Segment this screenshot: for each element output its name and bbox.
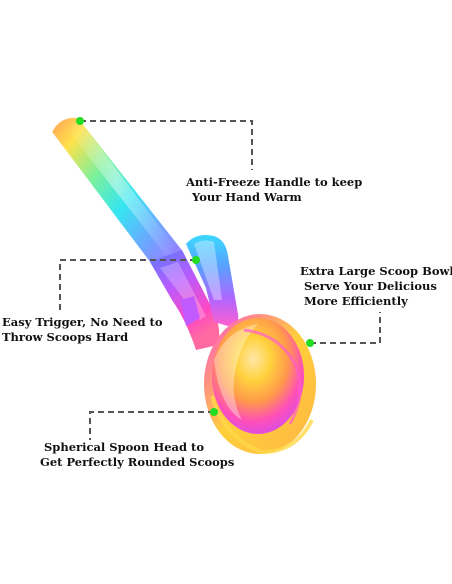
- callout-trigger-line2: Throw Scoops Hard: [2, 330, 129, 344]
- callout-trigger: Easy Trigger, No Need to Throw Scoops Ha…: [2, 315, 163, 345]
- callout-handle-line2: Your Hand Warm: [192, 190, 302, 204]
- marker-dot-handle: [76, 117, 84, 125]
- callout-handle-line1: Anti-Freeze Handle to keep: [186, 175, 363, 189]
- marker-dot-bowl: [306, 339, 314, 347]
- leader-line-head: [89, 411, 214, 440]
- marker-dot-trigger: [192, 256, 200, 264]
- leader-line-handle: [80, 120, 253, 170]
- callout-handle: Anti-Freeze Handle to keep Your Hand War…: [186, 175, 362, 205]
- leader-line-bowl: [310, 312, 381, 344]
- callout-head-line2: Get Perfectly Rounded Scoops: [40, 455, 235, 469]
- scoop-bowl: [204, 314, 316, 455]
- scoop-handle: [51, 117, 183, 277]
- callout-bowl-line2: Serve Your Delicious: [304, 279, 437, 293]
- leader-line-trigger: [59, 259, 196, 310]
- callout-head-line1: Spherical Spoon Head to: [44, 440, 204, 454]
- callout-bowl-line3: More Efficiently: [304, 294, 408, 308]
- callout-trigger-line1: Easy Trigger, No Need to: [2, 315, 163, 329]
- callout-bowl-line1: Extra Large Scoop Bowl: [300, 264, 452, 278]
- marker-dots: [76, 117, 314, 416]
- callout-bowl: Extra Large Scoop Bowl Serve Your Delici…: [300, 264, 452, 309]
- leader-lines: [59, 120, 381, 440]
- callout-head: Spherical Spoon Head to Get Perfectly Ro…: [40, 440, 234, 470]
- marker-dot-head: [210, 408, 218, 416]
